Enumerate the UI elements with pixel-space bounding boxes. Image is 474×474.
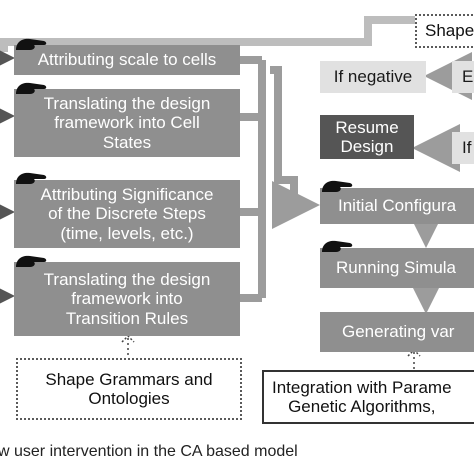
step-transition-rules: Translating the design framework into Tr… — [14, 262, 240, 336]
step-initial-configuration: Initial Configura — [320, 188, 474, 224]
resume-design-box: Resume Design — [320, 115, 414, 159]
step-generating-variations: Generating var — [320, 312, 474, 352]
step-discrete-steps: Attributing Significance of the Discrete… — [14, 180, 240, 248]
figure-caption: w user intervention in the CA based mode… — [0, 443, 298, 460]
integration-box: Integration with Parame Genetic Algorith… — [262, 370, 474, 424]
step-attributing-scale: Attributing scale to cells — [14, 45, 240, 75]
hand-pointer-icon — [322, 240, 353, 252]
step-running-simulation: Running Simula — [320, 248, 474, 288]
hand-pointer-icon — [16, 82, 47, 94]
e-partial-box: E — [452, 61, 474, 93]
if-negative-box: If negative — [320, 61, 426, 93]
hand-pointer-icon — [16, 38, 47, 50]
if-partial-box: If — [452, 132, 474, 164]
hand-pointer-icon — [16, 172, 47, 184]
hand-pointer-icon — [322, 180, 353, 192]
shape-partial-box: Shape — [415, 14, 474, 48]
hand-pointer-icon — [16, 255, 47, 267]
step-cell-states: Translating the design framework into Ce… — [14, 89, 240, 157]
shape-grammars-box: Shape Grammars and Ontologies — [16, 358, 242, 420]
